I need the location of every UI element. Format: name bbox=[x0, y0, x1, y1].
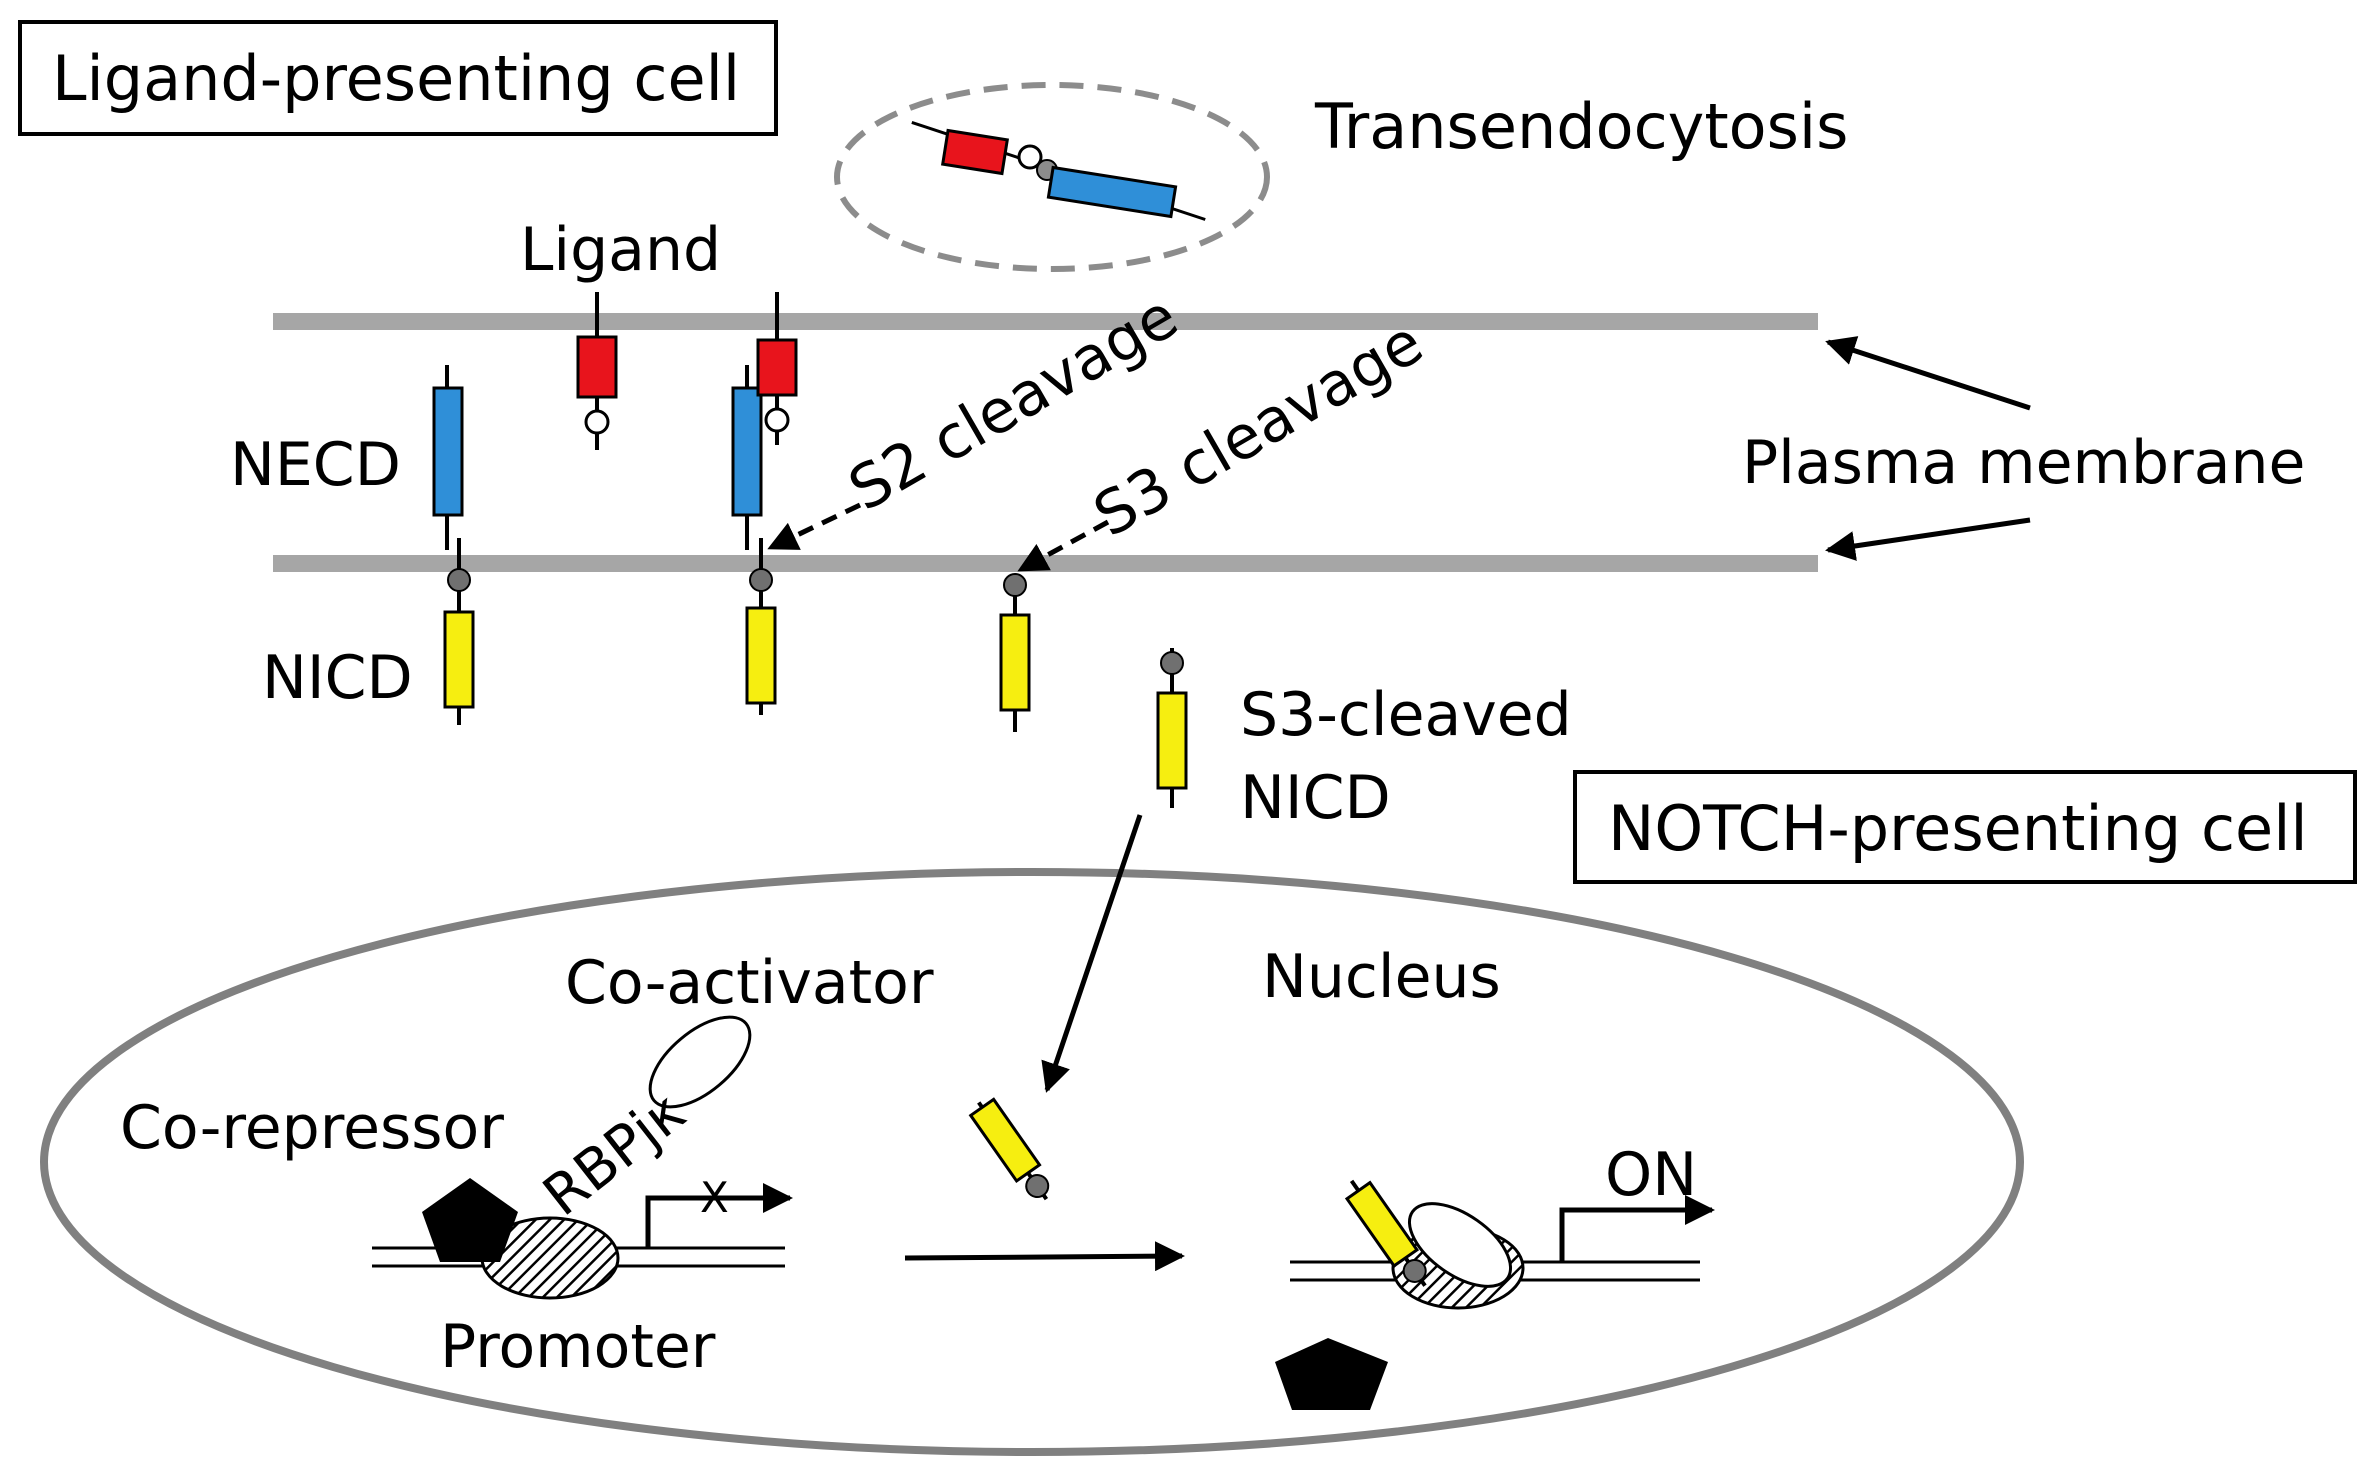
co-repressor-shape bbox=[422, 1178, 518, 1262]
blocked-transcription-arrow bbox=[645, 1183, 793, 1248]
s3-cleaved-label-line2: NICD bbox=[1240, 763, 1391, 833]
s3-cleavage-arrow bbox=[1017, 519, 1110, 573]
co-activator-shape bbox=[648, 1015, 752, 1109]
nucleus-label: Nucleus bbox=[1262, 942, 1501, 1012]
on-label: ON bbox=[1605, 1140, 1697, 1210]
ligand-receptor bbox=[576, 292, 618, 450]
imported-nicd bbox=[968, 1097, 1050, 1201]
transendocytosis-label: Transendocytosis bbox=[1314, 90, 1848, 163]
nucleus-boundary bbox=[40, 868, 2024, 1456]
activated-promoter bbox=[1290, 1179, 1715, 1310]
co-repressor-label: Co-repressor bbox=[120, 1093, 504, 1163]
rbpjk-label: RBPjκ bbox=[532, 1080, 698, 1230]
transendocytosis-vesicle bbox=[834, 82, 1270, 272]
co-activator-label: Co-activator bbox=[565, 948, 934, 1018]
plasma-membrane-arrow-bottom bbox=[1825, 517, 2031, 561]
s3-cleaved-nicd bbox=[1156, 648, 1188, 808]
plasma-membrane-label: Plasma membrane bbox=[1742, 428, 2305, 498]
ligand-cell-label: Ligand-presenting cell bbox=[52, 42, 740, 115]
activation-arrow bbox=[904, 1241, 1185, 1272]
notch-cell-membrane bbox=[273, 555, 1818, 572]
notch-receptor-3 bbox=[999, 573, 1031, 732]
notch-receptor-1 bbox=[432, 365, 475, 725]
plasma-membrane-arrow-top bbox=[1825, 336, 2031, 411]
ligand-cell-membrane bbox=[273, 313, 1818, 330]
notch-receptor-2-bound bbox=[731, 292, 798, 715]
ligand-cell-box: Ligand-presenting cell bbox=[18, 20, 778, 136]
s2-cleavage-arrow bbox=[767, 502, 862, 551]
released-co-repressor-shape bbox=[1275, 1338, 1388, 1410]
notch-cell-label: NOTCH-presenting cell bbox=[1608, 792, 2308, 865]
notch-cell-box: NOTCH-presenting cell bbox=[1573, 770, 2357, 884]
s3-cleaved-label-line1: S3-cleaved bbox=[1240, 680, 1572, 750]
ligand-label: Ligand bbox=[520, 215, 721, 285]
repressed-promoter: X bbox=[372, 1173, 793, 1300]
nicd-import-arrow bbox=[1041, 814, 1143, 1093]
nicd-label: NICD bbox=[262, 643, 413, 713]
necd-label: NECD bbox=[230, 430, 401, 500]
blocked-x-mark: X bbox=[700, 1173, 729, 1222]
promoter-label: Promoter bbox=[440, 1312, 716, 1382]
